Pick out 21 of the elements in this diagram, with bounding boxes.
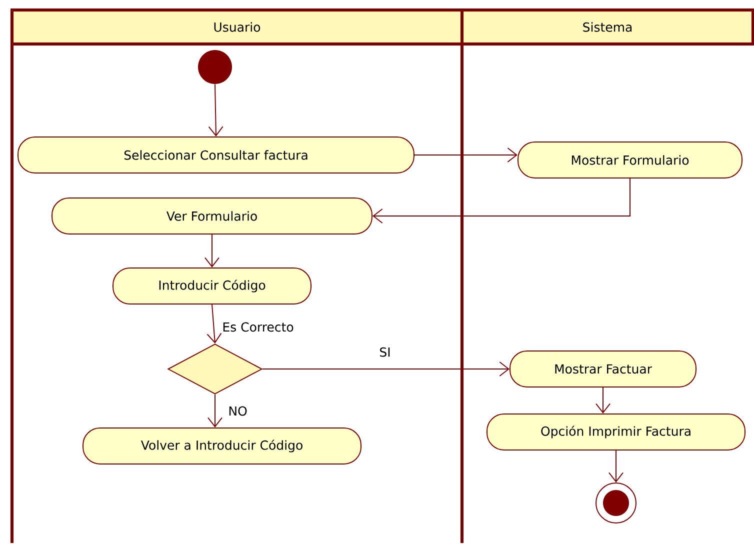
edge-label: SI	[378, 346, 392, 358]
activity-box: Introducir Código	[112, 268, 312, 304]
arrow	[206, 304, 222, 344]
end-circle	[596, 482, 636, 524]
arrow	[414, 148, 518, 162]
edge-label: NO	[227, 405, 248, 417]
arrow	[372, 178, 630, 224]
activity-box: Mostrar Formulario	[518, 142, 742, 178]
activity-box: Mostrar Factuar	[510, 350, 696, 388]
arrow	[608, 450, 624, 482]
activity-box: Volver a Introducir Código	[82, 428, 362, 464]
arrow	[208, 84, 224, 136]
activity-box: Ver Formulario	[52, 198, 372, 234]
arrow	[204, 234, 220, 268]
arrow	[208, 394, 222, 428]
activity-box: Opción Imprimir Factura	[486, 414, 746, 450]
activity-box: Seleccionar Consultar factura	[18, 136, 414, 174]
arrow	[262, 362, 510, 376]
arrow	[596, 387, 610, 414]
edge-label: Es Correcto	[221, 321, 295, 333]
start-dot	[198, 50, 232, 84]
